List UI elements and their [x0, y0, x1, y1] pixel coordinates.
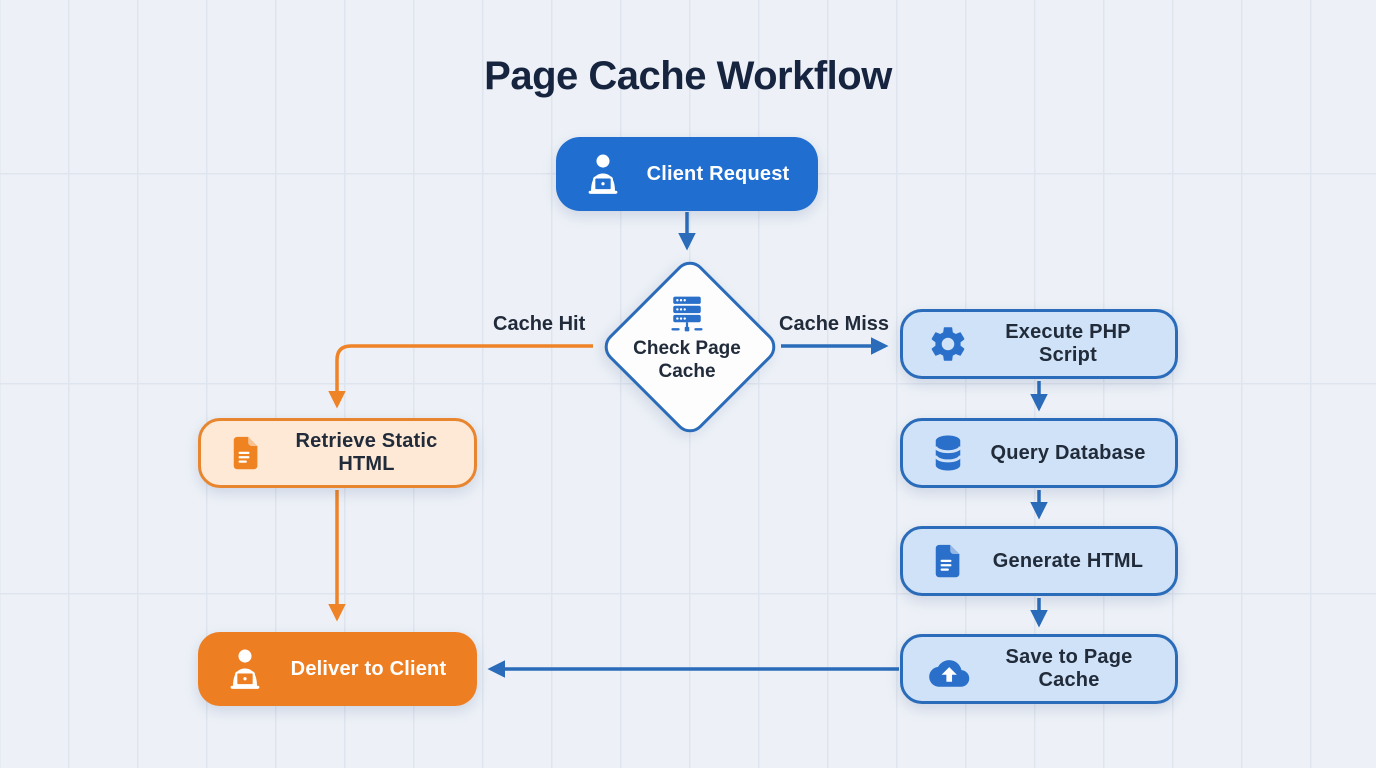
- node-save-to-page-cache: Save to Page Cache: [900, 634, 1178, 704]
- edge-label-cache-hit: Cache Hit: [493, 313, 586, 335]
- node-label: Generate HTML: [992, 549, 1144, 572]
- person-laptop-icon: [230, 649, 260, 689]
- page-title: Page Cache Workflow: [484, 54, 892, 98]
- node-retrieve-static-html: Retrieve Static HTML: [198, 418, 477, 488]
- node-label: Check Page Cache: [633, 338, 741, 382]
- database-icon: [934, 435, 962, 471]
- cloud-upload-icon: [929, 660, 970, 687]
- node-client-request: Client Request: [556, 137, 818, 211]
- node-check-page-cache-content: Check Page Cache: [602, 292, 772, 384]
- node-execute-php-script: Execute PHP Script: [900, 309, 1178, 379]
- node-label: Save to Page Cache: [1005, 646, 1133, 691]
- person-laptop-icon: [588, 154, 618, 194]
- node-label: Query Database: [990, 441, 1146, 464]
- edge-label-cache-miss: Cache Miss: [779, 313, 890, 335]
- document-icon: [233, 436, 258, 470]
- node-label: Retrieve Static HTML: [295, 430, 438, 475]
- gear-icon: [931, 327, 965, 361]
- document-icon: [935, 544, 960, 578]
- node-deliver-to-client: Deliver to Client: [198, 632, 477, 706]
- node-label: Client Request: [646, 162, 790, 185]
- edge-cache-hit: [328, 344, 593, 409]
- server-stack-icon: [671, 296, 703, 332]
- node-generate-html: Generate HTML: [900, 526, 1178, 596]
- node-query-database: Query Database: [900, 418, 1178, 488]
- node-label: Execute PHP Script: [1005, 321, 1131, 366]
- node-label: Deliver to Client: [290, 657, 447, 680]
